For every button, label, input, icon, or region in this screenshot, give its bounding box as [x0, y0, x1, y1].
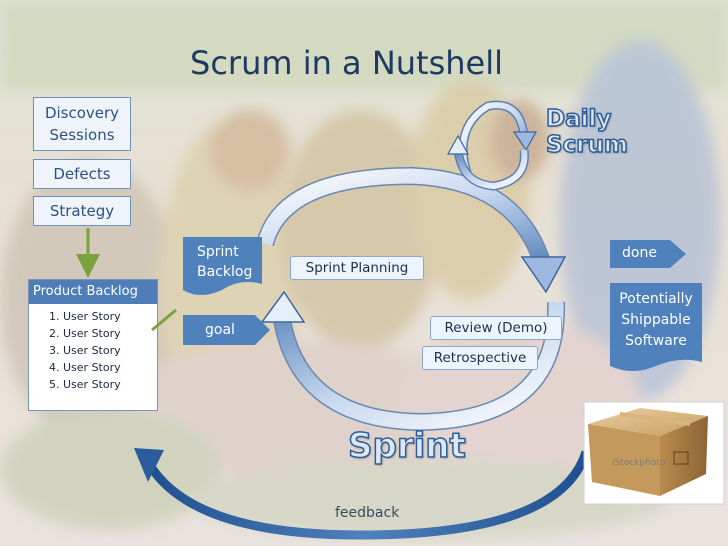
retrospective-tag: Retrospective: [422, 346, 538, 370]
defects-box: Defects: [33, 159, 131, 189]
sprint-word: Sprint: [347, 425, 466, 467]
review-demo-tag: Review (Demo): [430, 316, 562, 340]
cycle-upper-arrowhead: [520, 256, 567, 294]
backlog-item: User Story: [63, 376, 157, 393]
sprint-backlog-shape: [183, 237, 262, 295]
backlog-item: User Story: [63, 325, 157, 342]
slide-title: Scrum in a Nutshell: [190, 44, 503, 82]
goal-arrow-shape: [183, 315, 270, 345]
backlog-item: User Story: [63, 359, 157, 376]
feedback-arc: [144, 450, 591, 540]
scrum-word: Scrum: [545, 131, 628, 159]
stock-watermark: iStockphoto: [612, 458, 666, 468]
strategy-box: Strategy: [33, 196, 131, 226]
daily-scrum-arrowhead-a: [512, 131, 538, 152]
product-backlog-list: User Story User Story User Story User St…: [29, 308, 157, 393]
discovery-sessions-label: Discovery Sessions: [44, 104, 120, 144]
product-backlog: Product Backlog User Story User Story Us…: [28, 279, 158, 411]
feedback-label: feedback: [335, 505, 400, 521]
daily-scrum-arc-b: [455, 149, 528, 190]
daily-word: Daily: [545, 105, 612, 133]
sprint-planning-tag: Sprint Planning: [290, 256, 424, 280]
backlog-item: User Story: [63, 308, 157, 325]
daily-scrum-arrowhead-b: [446, 134, 470, 155]
shippable-shape: [610, 283, 702, 371]
backlog-to-goal-arrow: [151, 308, 177, 332]
sprint-backlog-label: Sprint Backlog: [197, 244, 253, 280]
strategy-label: Strategy: [49, 202, 115, 220]
daily-scrum-arc-a: [460, 102, 527, 177]
cycle-upper-arc: [257, 168, 550, 265]
shipping-box-icon: [583, 401, 725, 505]
backlog-item: User Story: [63, 342, 157, 359]
product-backlog-header: Product Backlog: [29, 280, 157, 304]
shippable-label: Potentially Shippable Software: [619, 291, 693, 349]
daily-scrum-word: Daily Scrum: [545, 105, 628, 159]
cycle-lower-arrowhead: [260, 290, 306, 323]
feedback-arrowhead: [134, 448, 164, 482]
done-arrow-shape: [610, 240, 686, 268]
defects-label: Defects: [53, 165, 111, 183]
done-label: done: [622, 245, 657, 261]
goal-label: goal: [205, 322, 235, 338]
cycle-lower-arc: [274, 301, 564, 430]
discovery-sessions-box: Discovery Sessions: [33, 97, 131, 151]
